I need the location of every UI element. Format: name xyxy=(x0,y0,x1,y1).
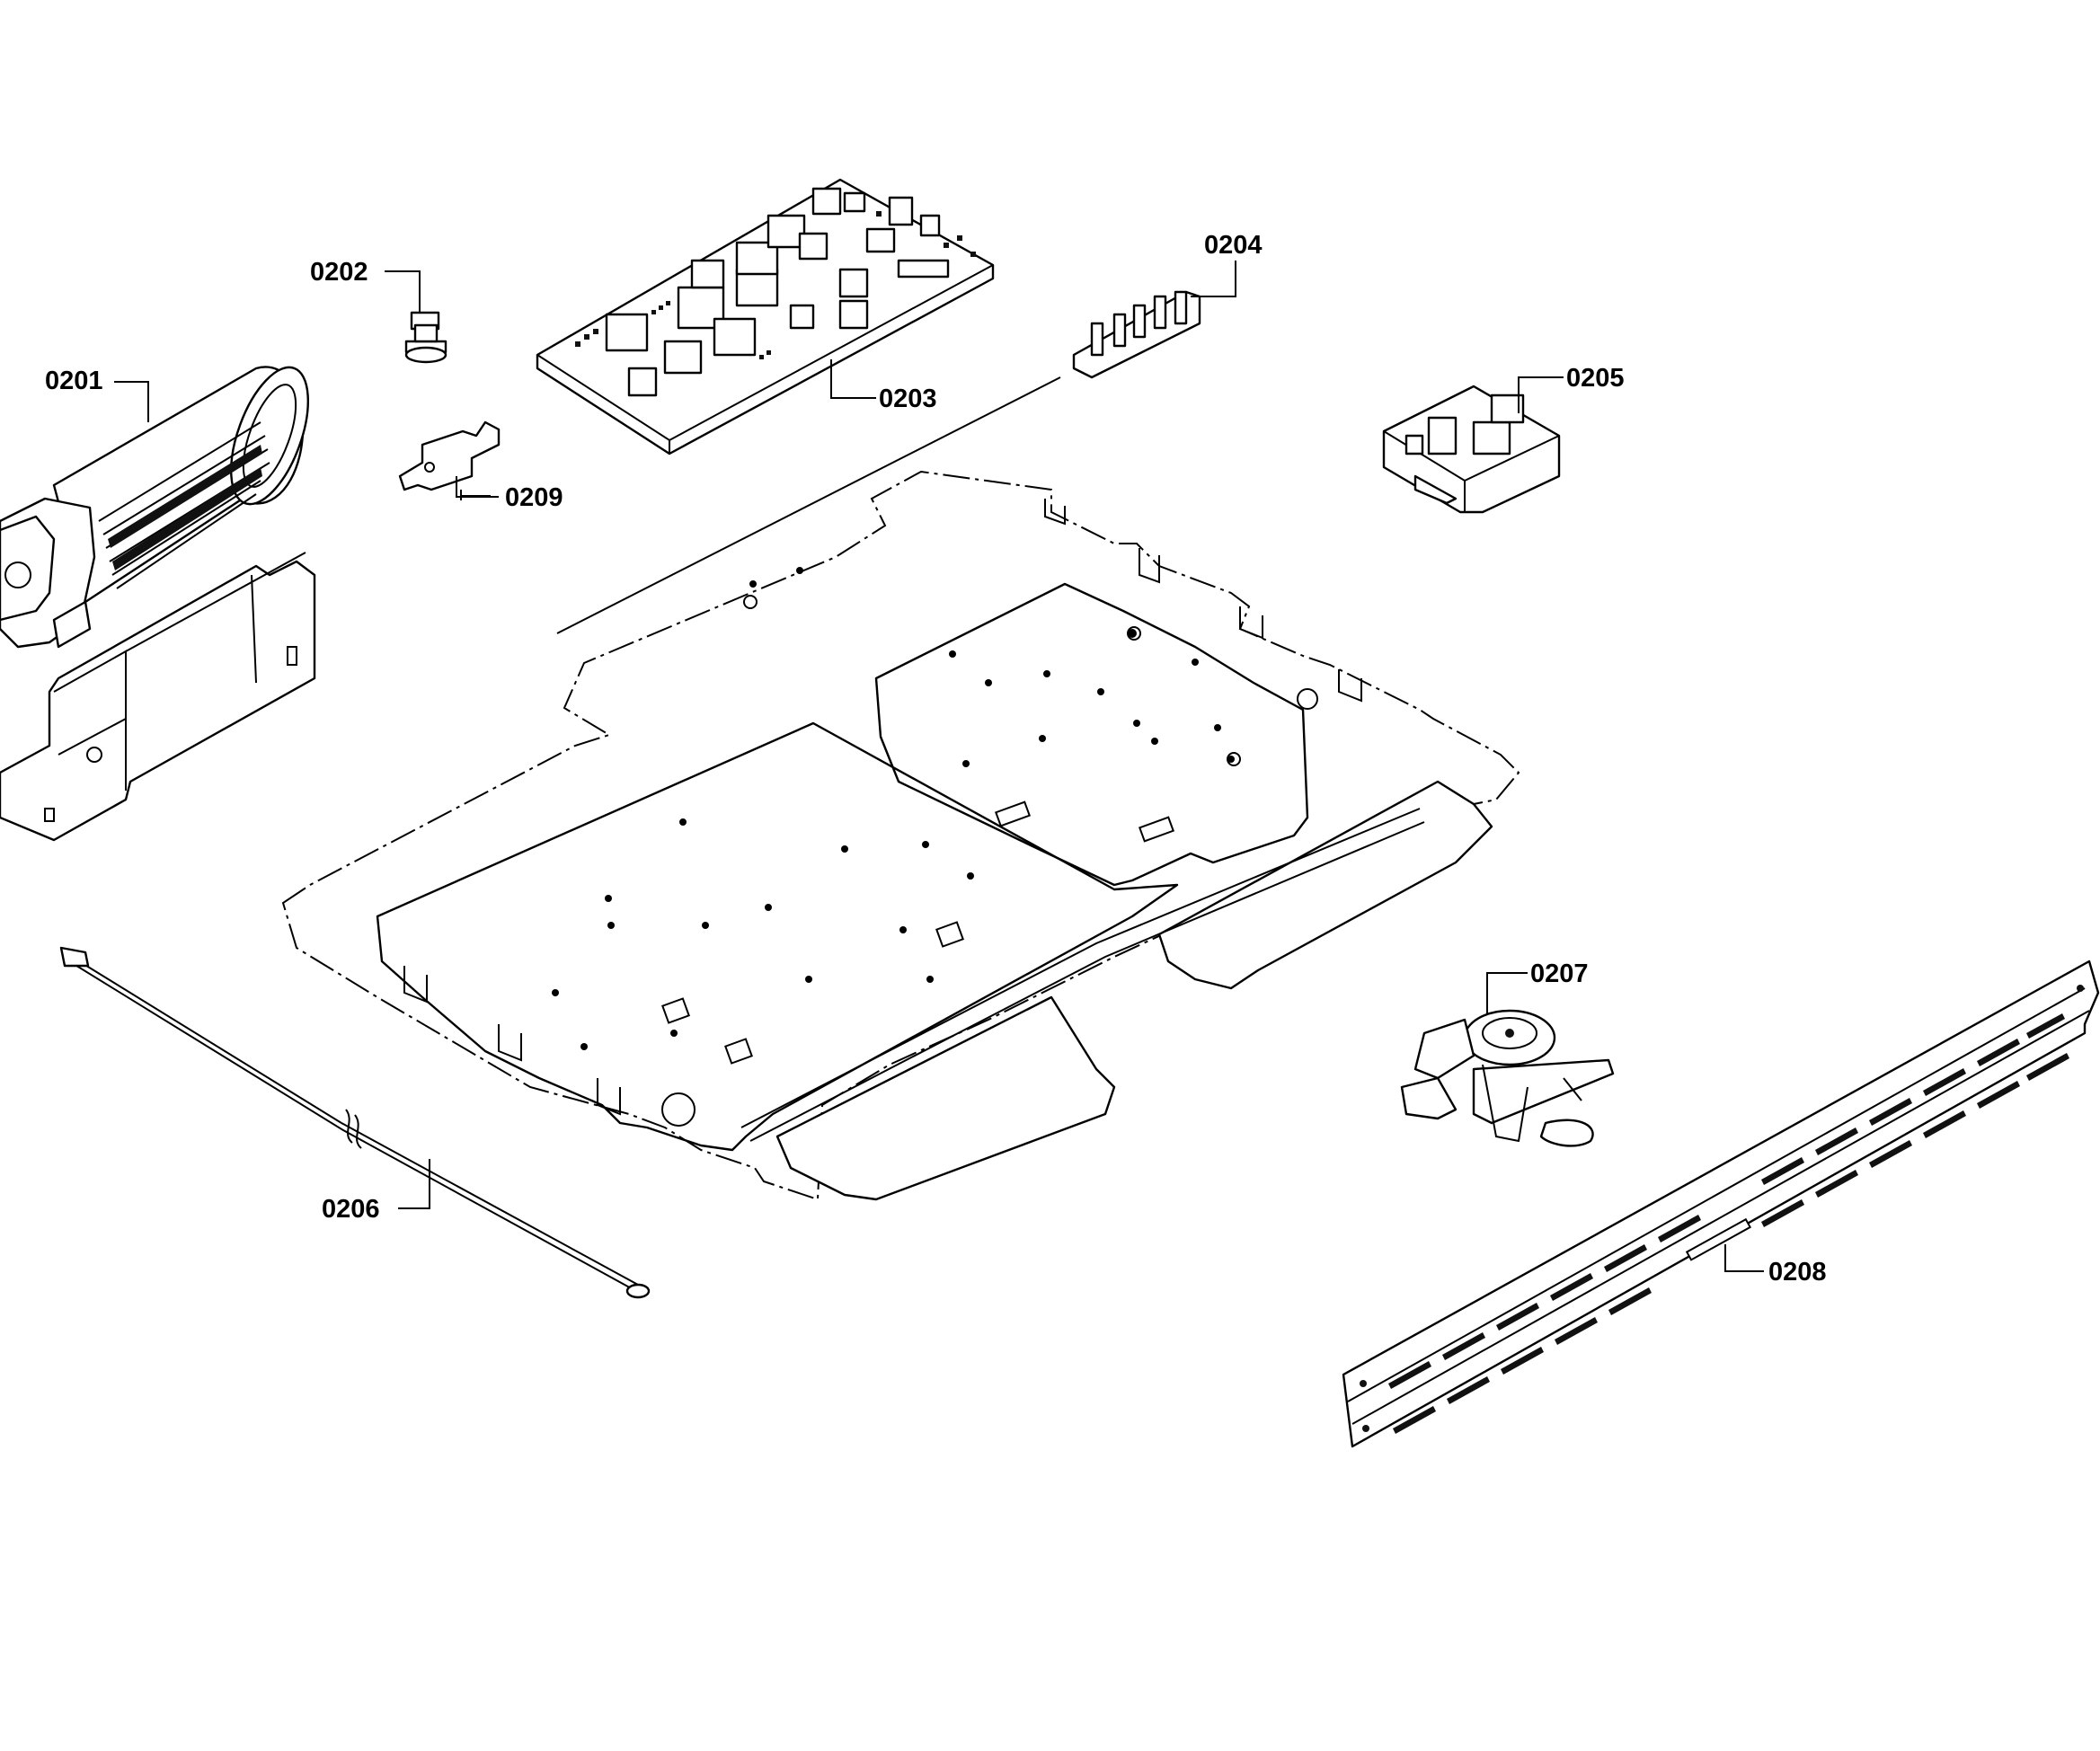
wire-harness-part xyxy=(59,946,651,1299)
terminal-block-part xyxy=(1382,385,1561,514)
label-0209: 0209 xyxy=(505,483,563,512)
bracket-part xyxy=(398,420,501,491)
label-0207: 0207 xyxy=(1530,960,1589,988)
label-0202: 0202 xyxy=(310,258,368,287)
label-0201: 0201 xyxy=(45,367,103,395)
fan-motor-part xyxy=(0,366,309,649)
control-board-part xyxy=(536,178,995,455)
connector-strip-part xyxy=(1072,290,1201,379)
fan-bracket xyxy=(0,552,316,842)
label-0206: 0206 xyxy=(322,1195,380,1224)
label-0203: 0203 xyxy=(879,385,937,413)
label-0205: 0205 xyxy=(1566,364,1625,393)
callout-leaders xyxy=(114,261,1764,1272)
base-plate xyxy=(281,376,1520,1201)
thermostat-part xyxy=(404,311,447,364)
door-lock-motor-part xyxy=(1400,1009,1615,1147)
label-0208: 0208 xyxy=(1768,1258,1827,1287)
label-0204: 0204 xyxy=(1204,231,1263,260)
vent-rail-part xyxy=(1342,960,2100,1448)
